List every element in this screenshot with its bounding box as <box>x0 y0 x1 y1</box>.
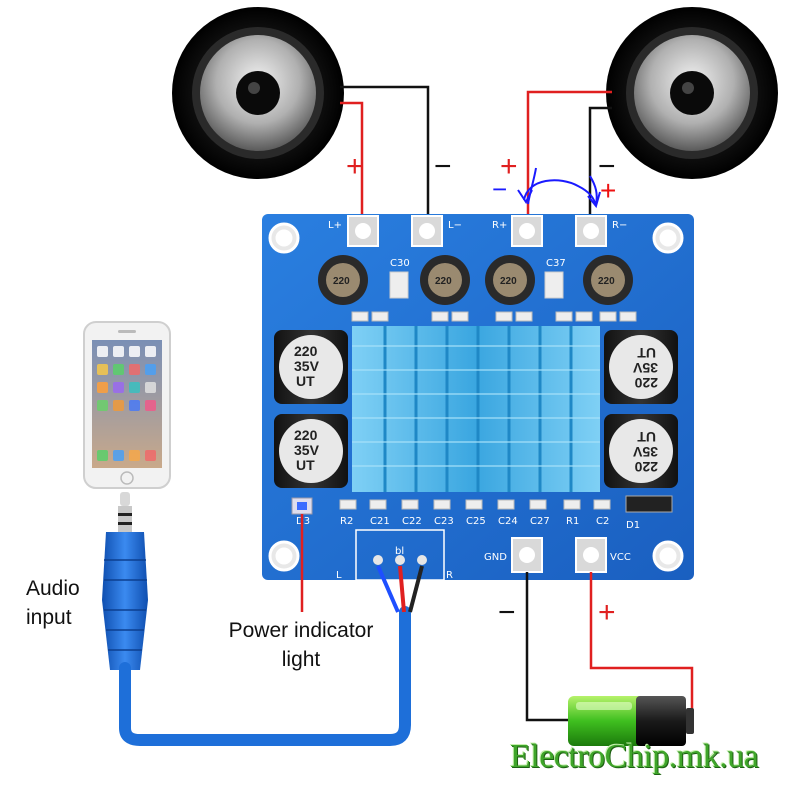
svg-text:220: 220 <box>598 276 615 287</box>
audio-input-label: Audio input <box>26 577 80 629</box>
battery-icon <box>568 696 694 746</box>
svg-text:R1: R1 <box>566 516 579 527</box>
svg-text:35V: 35V <box>294 442 320 458</box>
left-positive-wire <box>340 101 364 230</box>
svg-text:−: − <box>492 174 507 204</box>
svg-text:220: 220 <box>634 375 658 391</box>
right-channel-label: R <box>446 570 453 581</box>
left-negative-wire <box>340 85 430 230</box>
svg-text:220: 220 <box>333 276 350 287</box>
svg-text:UT: UT <box>637 345 656 361</box>
audio-input-connector: bl <box>355 529 445 581</box>
vcc-label: VCC <box>610 552 631 563</box>
svg-text:+: + <box>346 150 364 183</box>
smd-row-top <box>351 311 637 322</box>
capacitor-left-top: 220 35V UT <box>274 330 348 404</box>
right-positive-wire <box>526 90 612 230</box>
svg-text:C24: C24 <box>498 516 518 527</box>
svg-text:C37: C37 <box>546 258 566 269</box>
gnd-label: GND <box>484 552 507 563</box>
terminal-label-r-minus: R− <box>612 220 627 231</box>
audio-jack-plug <box>102 492 148 670</box>
svg-text:35V: 35V <box>632 360 658 376</box>
capacitor-left-bottom: 220 35V UT <box>274 414 348 488</box>
speaker-terminals <box>347 215 607 247</box>
svg-text:−: − <box>434 150 452 183</box>
capacitor-right-bottom: 220 35V UT <box>604 414 678 488</box>
svg-text:UT: UT <box>296 373 315 389</box>
svg-text:220: 220 <box>500 276 517 287</box>
power-indicator-label: Power indicator light <box>228 619 374 671</box>
svg-text:35V: 35V <box>632 444 658 460</box>
speaker-polarity-marks: + − + − <box>346 150 616 183</box>
svg-text:C23: C23 <box>434 516 454 527</box>
inductors: 220 220 220 220 <box>318 255 633 305</box>
svg-text:C2: C2 <box>596 516 609 527</box>
svg-text:+: + <box>500 150 518 183</box>
svg-text:C27: C27 <box>530 516 550 527</box>
svg-text:bl: bl <box>395 546 404 557</box>
svg-text:220: 220 <box>294 343 318 359</box>
left-speaker-icon <box>172 7 344 179</box>
svg-text:D1: D1 <box>626 520 640 531</box>
watermark: ElectroChip.mk.ua <box>510 738 759 775</box>
mounting-holes <box>268 222 684 572</box>
audio-cable <box>119 606 411 746</box>
right-speaker-icon <box>606 7 778 179</box>
terminal-label-r-plus: R+ <box>492 220 507 231</box>
svg-text:C22: C22 <box>402 516 422 527</box>
svg-text:+: + <box>600 175 616 206</box>
gnd-wire <box>525 572 570 722</box>
svg-text:220: 220 <box>435 276 452 287</box>
gnd-polarity: − <box>498 596 516 629</box>
amplifier-board: L+ L− R+ R− 220 220 220 220 C30 C37 <box>262 214 694 581</box>
heatsink <box>352 326 600 492</box>
power-terminals <box>511 537 607 573</box>
terminal-label-l-plus: L+ <box>328 220 342 231</box>
svg-text:−: − <box>598 150 616 183</box>
svg-text:R2: R2 <box>340 516 353 527</box>
speaker-wires <box>340 85 612 230</box>
audio-signal-wires <box>376 565 424 613</box>
power-wires <box>525 572 694 722</box>
swap-annotation: − + <box>492 167 616 209</box>
vcc-wire <box>589 572 694 712</box>
svg-text:C21: C21 <box>370 516 390 527</box>
svg-text:220: 220 <box>634 459 658 475</box>
svg-text:35V: 35V <box>294 358 320 374</box>
terminal-label-l-minus: L− <box>448 220 462 231</box>
svg-text:UT: UT <box>296 457 315 473</box>
svg-text:UT: UT <box>637 429 656 445</box>
smartphone-icon <box>83 321 171 489</box>
smd-row-bottom <box>339 495 673 513</box>
svg-text:C30: C30 <box>390 258 410 269</box>
component-labels: R2 C21 C22 C23 C25 C24 C27 R1 C2 D1 <box>340 516 640 531</box>
left-channel-label: L <box>336 570 342 581</box>
vcc-polarity: + <box>598 596 616 629</box>
right-negative-wire <box>588 106 612 230</box>
capacitor-right-top: 220 35V UT <box>604 330 678 404</box>
svg-text:220: 220 <box>294 427 318 443</box>
svg-text:C25: C25 <box>466 516 486 527</box>
